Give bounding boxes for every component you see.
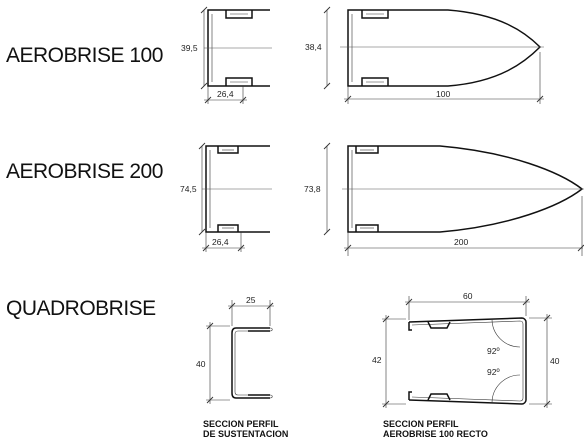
support-width-dimension [228,300,274,326]
straight-angle-bottom-label: 92º [487,367,500,377]
aerobrise-200-section-height-dimension [198,142,206,236]
straight-width-dimension [405,296,530,320]
aerobrise-100-section-width-dimension [204,86,247,104]
straight-caption-line-1: SECCION PERFIL [383,419,459,429]
aerobrise-100-blade-height-label: 38,4 [305,42,322,52]
aerobrise-200-blade-height-label: 73,8 [304,184,321,194]
aerobrise-200-section-width-label: 26,4 [212,237,229,247]
aerobrise-200-blade-length-dimension [344,196,584,256]
aerobrise-200-section-width-dimension [202,232,245,252]
aerobrise-100-section-height-dimension [200,6,208,90]
aerobrise-200-section [202,145,272,233]
aerobrise-200-section-height-label: 74,5 [180,184,197,194]
aerobrise-100-blade-height-dimension [323,6,331,90]
aerobrise-200-blade [342,145,584,233]
aerobrise-200-blade-height-dimension [323,142,331,236]
support-width-label: 25 [246,295,256,305]
support-caption-line-2: DE SUSTENTACION [203,429,288,439]
aerobrise-100-title: AEROBRISE 100 [6,44,163,67]
aerobrise-100-blade [340,9,544,87]
aerobrise-100-blade-length-label: 100 [436,89,450,99]
aerobrise-200-title: AEROBRISE 200 [6,160,163,183]
support-caption-line-1: SECCION PERFIL [203,419,279,429]
aerobrise-100-blade-length-dimension [344,52,544,104]
straight-left-height-dimension [382,315,406,408]
support-section-profile [231,327,273,399]
straight-section-profile [408,317,527,405]
straight-caption-line-2: AEROBRISE 100 RECTO [383,429,488,439]
straight-left-height-label: 42 [372,355,382,365]
aerobrise-100-section [204,9,272,87]
aerobrise-100-section-height-label: 39,5 [181,43,198,53]
straight-right-height-dimension [529,314,552,408]
aerobrise-200-blade-length-label: 200 [454,237,468,247]
aerobrise-100-section-width-label: 26,4 [217,89,234,99]
quadrobrise-title: QUADROBRISE [6,297,156,320]
straight-width-label: 60 [463,291,473,301]
support-height-label: 40 [196,359,206,369]
support-height-dimension [206,322,230,404]
straight-angle-top-label: 92º [487,346,500,356]
straight-right-height-label: 40 [550,356,560,366]
